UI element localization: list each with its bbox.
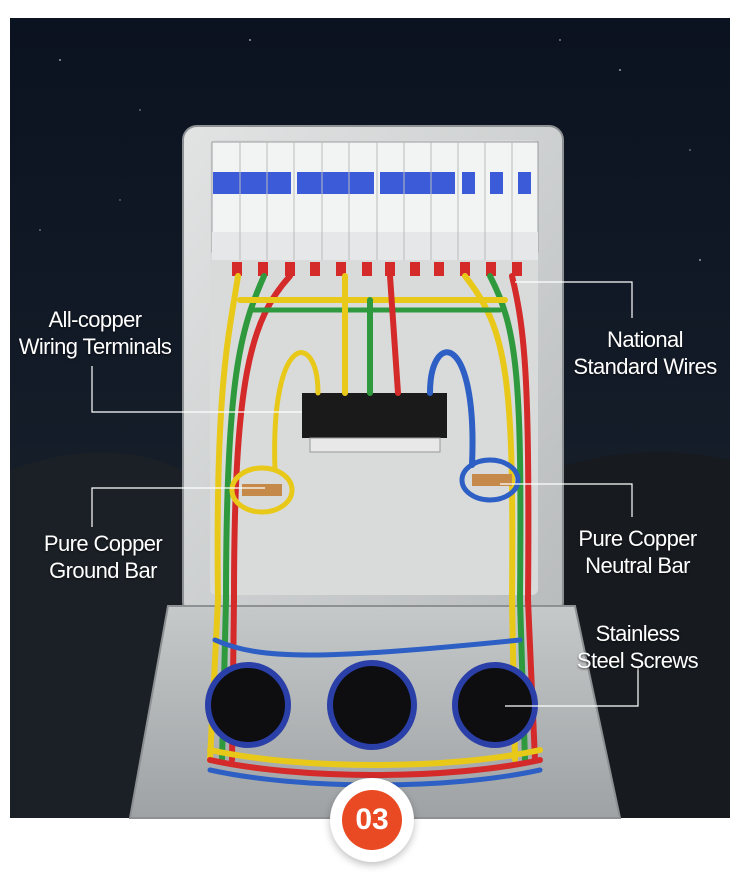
callout-line-1: National [607,327,684,352]
circuit-breakers [211,141,539,260]
callout-wiring-terminals: All-copper Wiring Terminals [10,306,180,360]
socket-cutouts [205,660,538,750]
stars [39,39,701,261]
callout-line-2: Steel Screws [576,648,699,673]
neutral-bar [459,457,521,503]
step-number-badge: 03 [330,778,414,862]
callout-line-1: Stainless [595,621,680,646]
callout-line-2: Standard Wires [573,354,717,379]
wire-loom [207,273,543,788]
callout-ground-bar: Pure Copper Ground Bar [28,530,178,584]
callout-line-2: Neutral Bar [585,553,690,578]
callout-lines [91,281,639,707]
callout-screws: Stainless Steel Screws [560,620,715,674]
callout-line-2: Wiring Terminals [18,334,172,359]
callout-national-wires: National Standard Wires [565,326,725,380]
callout-neutral-bar: Pure Copper Neutral Bar [560,525,715,579]
step-number: 03 [342,790,402,850]
callout-line-2: Ground Bar [49,558,157,583]
terminal-ferrules [232,262,522,276]
ground-bar [229,465,295,515]
terminal-block [302,393,447,453]
callout-line-1: Pure Copper [578,526,697,551]
callout-line-1: All-copper [48,307,142,332]
callout-line-1: Pure Copper [43,531,163,556]
